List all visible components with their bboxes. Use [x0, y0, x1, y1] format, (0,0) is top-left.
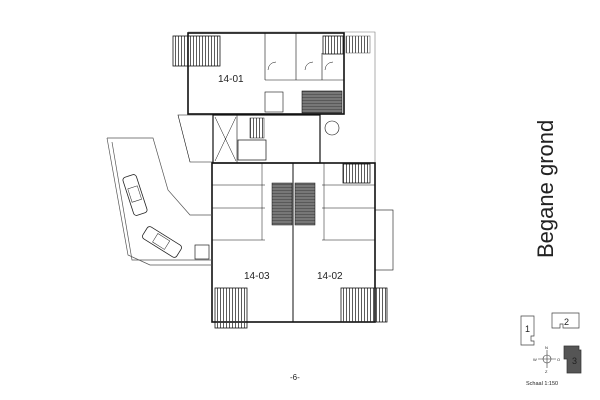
key-block-2: 2 — [564, 317, 569, 327]
shaft-top — [322, 35, 344, 55]
compass-east: O — [557, 357, 560, 362]
balcony-14-01 — [172, 35, 221, 67]
bin-storage — [194, 244, 210, 260]
compass-icon — [538, 350, 556, 368]
floor-title: Begane grond — [533, 120, 558, 258]
compass-south: Z — [545, 369, 548, 374]
compass-west: W — [533, 357, 537, 362]
key-block-3: 3 — [572, 356, 577, 366]
compass-north: N — [545, 345, 548, 350]
balcony-14-03 — [214, 287, 248, 329]
scale-label: Schaal 1:150 — [526, 381, 558, 387]
unit-label-14-03: 14-03 — [244, 271, 270, 282]
unit-label-14-01: 14-01 — [218, 74, 244, 85]
unit-14-01-block — [187, 32, 345, 115]
balcony-corner — [342, 163, 371, 184]
car-icon — [122, 174, 148, 216]
key-block-1: 1 — [525, 324, 530, 334]
stair-top — [345, 35, 371, 54]
page-number: -6- — [290, 373, 300, 382]
balcony-14-02 — [340, 287, 388, 323]
car-icon — [142, 226, 182, 258]
key-plan: 1 2 3 — [520, 312, 582, 374]
site-boundary — [188, 31, 376, 185]
core-block — [177, 114, 340, 164]
driveway — [106, 137, 212, 266]
units-14-02-14-03-block — [211, 162, 394, 323]
unit-label-14-02: 14-02 — [317, 271, 343, 282]
